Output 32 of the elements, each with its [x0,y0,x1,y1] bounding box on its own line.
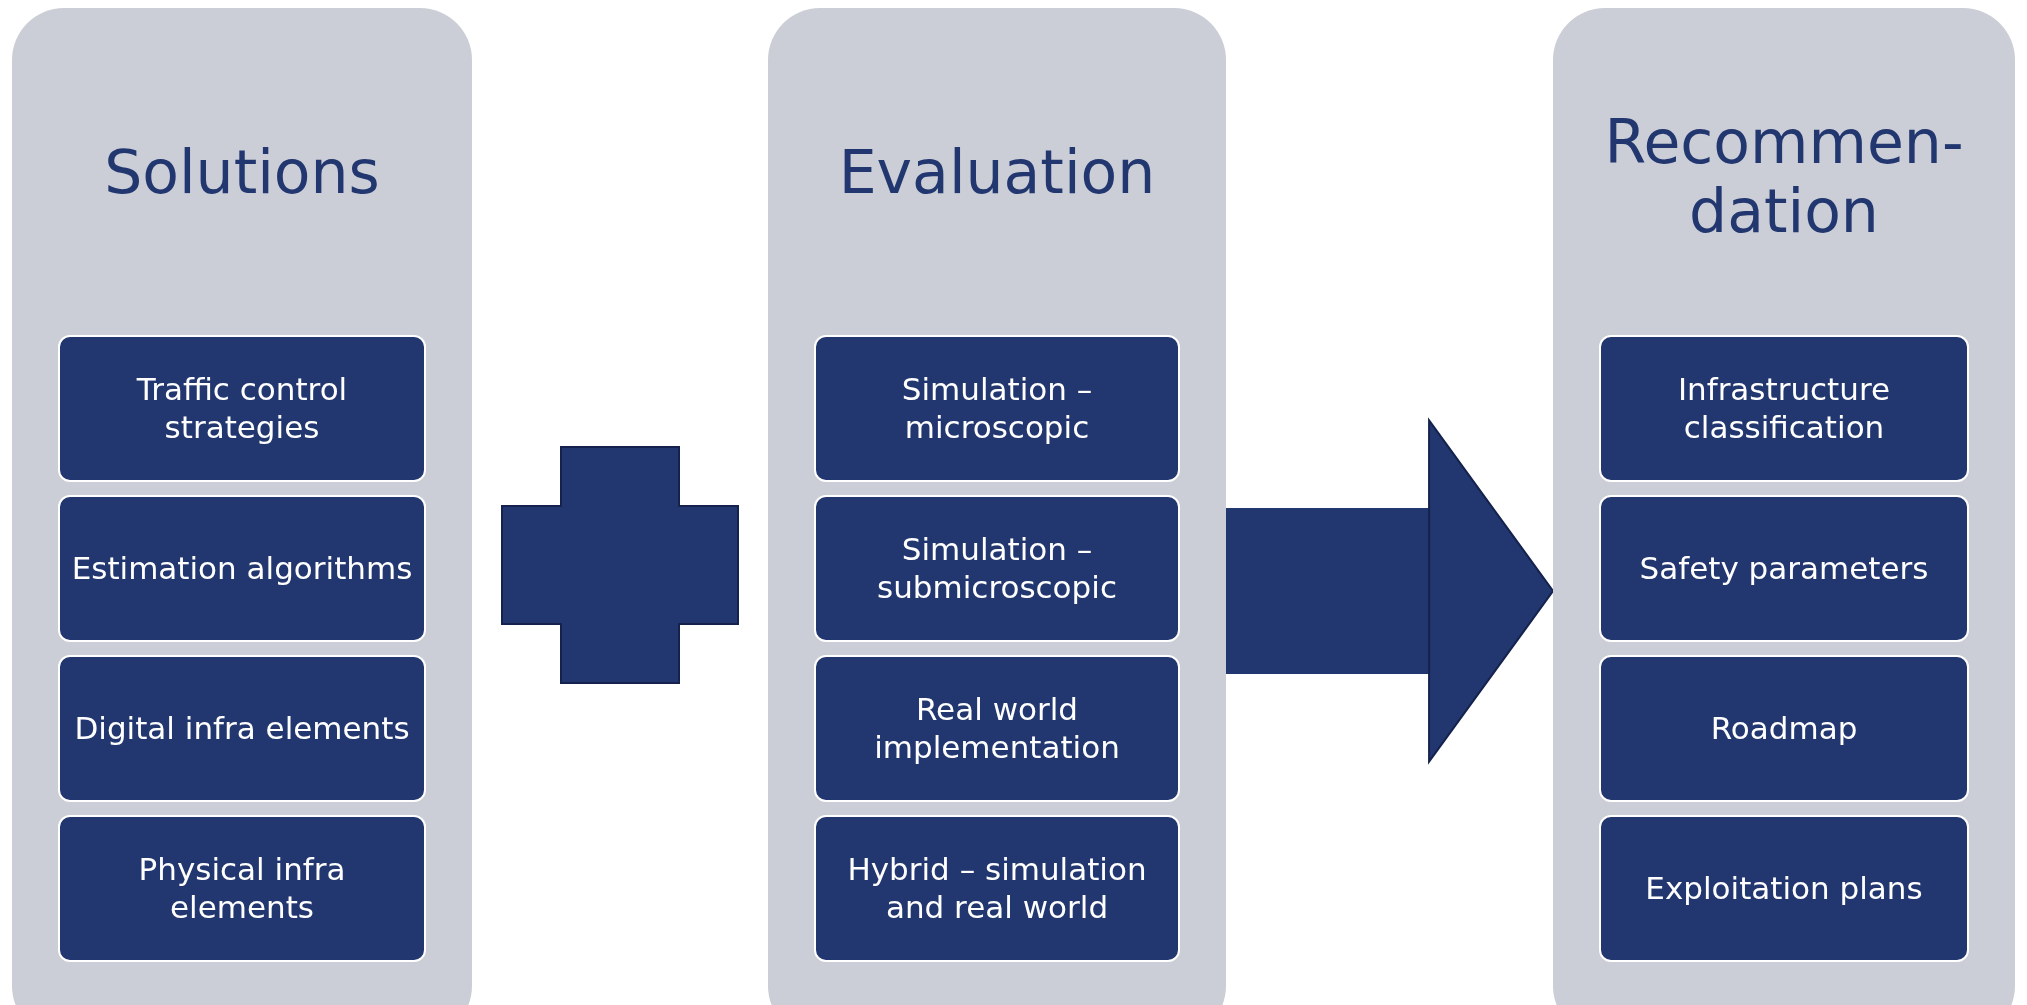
plus-sign [502,447,738,683]
item-box [814,335,1180,482]
item-text: Roadmap [1709,709,1859,748]
item-text: Infrastructure classification [1676,371,1892,446]
item-box [58,495,426,642]
column-panel [1553,8,2015,1005]
item-text: Simulation – submicroscopic [876,531,1118,606]
item-text: Simulation – microscopic [900,371,1094,446]
item-box [814,495,1180,642]
column-heading: Solutions [103,138,381,207]
item-text: Hybrid – simulation and real world [846,851,1148,926]
column-panel [768,8,1226,1005]
block-arrow [1226,419,1554,763]
item-box [1599,815,1969,962]
item-text: Exploitation plans [1644,869,1924,908]
item-box [58,815,426,962]
item-box [58,655,426,802]
item-text: Estimation algorithms [70,549,414,588]
item-text: Physical infra elements [137,851,347,926]
item-box [814,815,1180,962]
item-text: Real world implementation [873,691,1121,766]
item-box [58,335,426,482]
column-heading: Recommen-dation [1604,108,1964,246]
item-box [1599,655,1969,802]
item-box [814,655,1180,802]
item-text: Safety parameters [1638,549,1930,588]
item-text: Traffic control strategies [135,371,349,446]
item-box [1599,495,1969,642]
item-box [1599,335,1969,482]
item-text: Digital infra elements [73,709,411,748]
column-heading: Evaluation [837,138,1157,207]
column-panel [12,8,472,1005]
